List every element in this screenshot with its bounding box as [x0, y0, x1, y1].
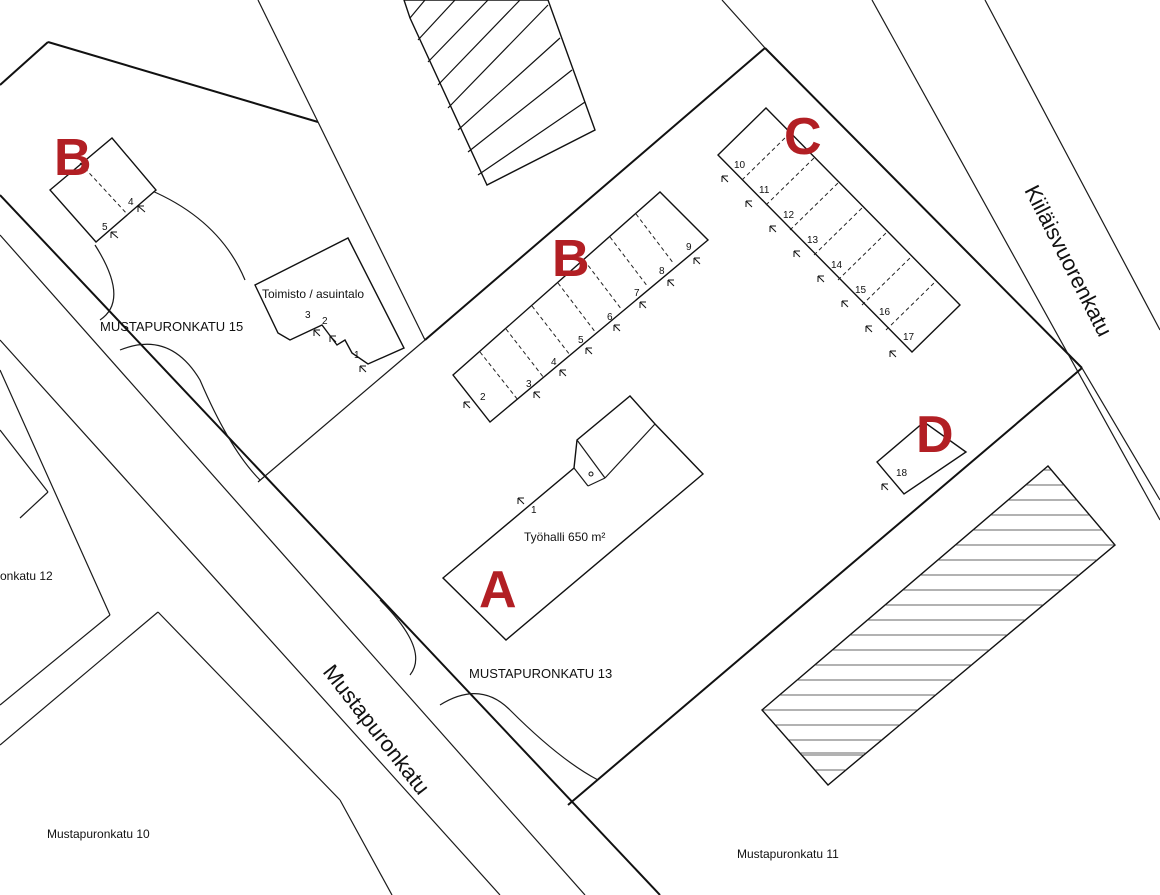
zone-b-center-label: B — [552, 230, 590, 288]
unit-label: 6 — [607, 312, 613, 323]
building-workshop-a: 1 Työhalli 650 m² — [441, 395, 705, 641]
unit-label: 18 — [896, 468, 908, 479]
unit-label: 17 — [903, 332, 915, 343]
address-mustapuronkatu-11: Mustapuronkatu 11 — [737, 847, 839, 861]
address-mustapuronkatu-15: MUSTAPURONKATU 15 — [100, 319, 243, 334]
unit-label: 5 — [578, 335, 584, 346]
building-left-b: 4 5 — [48, 137, 157, 243]
office-building-label: Toimisto / asuintalo — [262, 287, 364, 301]
unit-label: 8 — [659, 266, 665, 277]
hatched-parking-top — [403, 0, 596, 186]
address-mustapuronkatu-10: Mustapuronkatu 10 — [47, 827, 150, 841]
unit-label: 15 — [855, 285, 867, 296]
building-center-b: 2 3 4 5 6 7 8 9 — [452, 191, 710, 423]
unit-label: 11 — [759, 185, 770, 196]
unit-label: 10 — [734, 160, 746, 171]
unit-label: 2 — [322, 316, 328, 327]
building-c: 10 11 12 13 14 15 16 17 — [717, 107, 961, 358]
unit-label: 5 — [102, 222, 108, 233]
unit-label: 1 — [531, 505, 537, 516]
unit-label: 3 — [526, 379, 532, 390]
zone-c-label: C — [784, 108, 822, 166]
zone-d-label: D — [916, 406, 954, 464]
zone-a-label: A — [479, 561, 517, 619]
unit-label: 2 — [480, 392, 486, 403]
street-name-kiilaisvuorenkatu: Kiiläisvuorenkatu — [1020, 181, 1118, 341]
building-d: 18 — [876, 421, 968, 495]
unit-label: 16 — [879, 307, 891, 318]
address-mustapuronkatu-13: MUSTAPURONKATU 13 — [469, 666, 612, 681]
hatch-lines-bottom-right — [762, 469, 1115, 771]
unit-label: 14 — [831, 260, 843, 271]
street-name-mustapuronkatu: Mustapuronkatu — [318, 660, 435, 800]
unit-label: 3 — [305, 310, 311, 321]
address-mustapuronkatu-12: onkatu 12 — [0, 569, 53, 583]
unit-label: 4 — [551, 357, 557, 368]
unit-label: 13 — [807, 235, 819, 246]
unit-label: 1 — [354, 350, 360, 361]
unit-label: 7 — [634, 288, 640, 299]
unit-label: 12 — [783, 210, 795, 221]
workshop-label: Työhalli 650 m² — [524, 530, 605, 544]
hatched-area-bottom-right — [761, 465, 1116, 786]
building-office: 3 2 1 Toimisto / asuintalo — [254, 237, 405, 373]
unit-label: 4 — [128, 197, 134, 208]
zone-b-left-label: B — [54, 129, 92, 187]
unit-label: 9 — [686, 242, 692, 253]
